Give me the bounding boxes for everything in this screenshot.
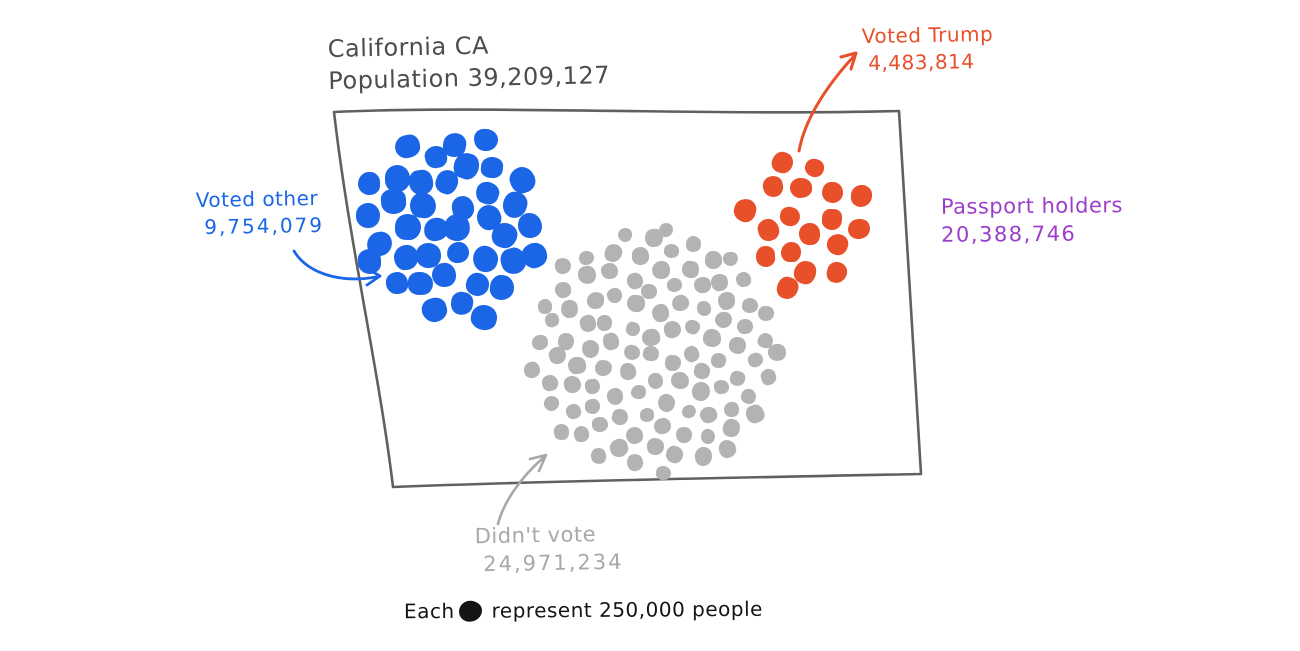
label-voted-other-value: 9,754,079 [204, 212, 325, 239]
chart-title: California CA Population 39,209,127 [327, 27, 610, 98]
label-didnt-vote-value: 24,971,234 [483, 550, 624, 577]
label-passport-holders-name: Passport holders [940, 193, 1123, 219]
arrow-to-trump-label [797, 51, 858, 153]
population-dot-voted-trump [781, 241, 801, 263]
arrow-to-didnt-vote-cluster [496, 453, 548, 526]
label-voted-trump: Voted Trump 4,483,814 [862, 21, 994, 77]
label-voted-other: Voted other 9,754,079 [196, 185, 325, 241]
label-passport-holders-value: 20,388,746 [941, 221, 1077, 248]
population-dot-voted-other [384, 165, 410, 192]
legend-caption: Each represent 250,000 people [404, 597, 763, 624]
label-passport-holders: Passport holders 20,388,746 [941, 191, 1124, 249]
label-voted-trump-name: Voted Trump [861, 21, 994, 49]
label-didnt-vote-name: Didn't vote [474, 522, 597, 549]
population-dot-didn-t-vote [632, 247, 650, 265]
chart-title-line1: California CA [327, 31, 490, 63]
label-voted-other-name: Voted other [195, 185, 319, 213]
frame-rectangle [332, 108, 923, 489]
legend-key-dot-icon [458, 600, 482, 622]
legend-caption-after: represent 250,000 people [491, 596, 763, 623]
legend-caption-before: Each [403, 598, 455, 624]
chart-title-line2: Population 39,209,127 [328, 61, 611, 96]
label-voted-trump-value: 4,483,814 [868, 49, 975, 76]
label-didnt-vote: Didn't vote 24,971,234 [475, 520, 624, 579]
